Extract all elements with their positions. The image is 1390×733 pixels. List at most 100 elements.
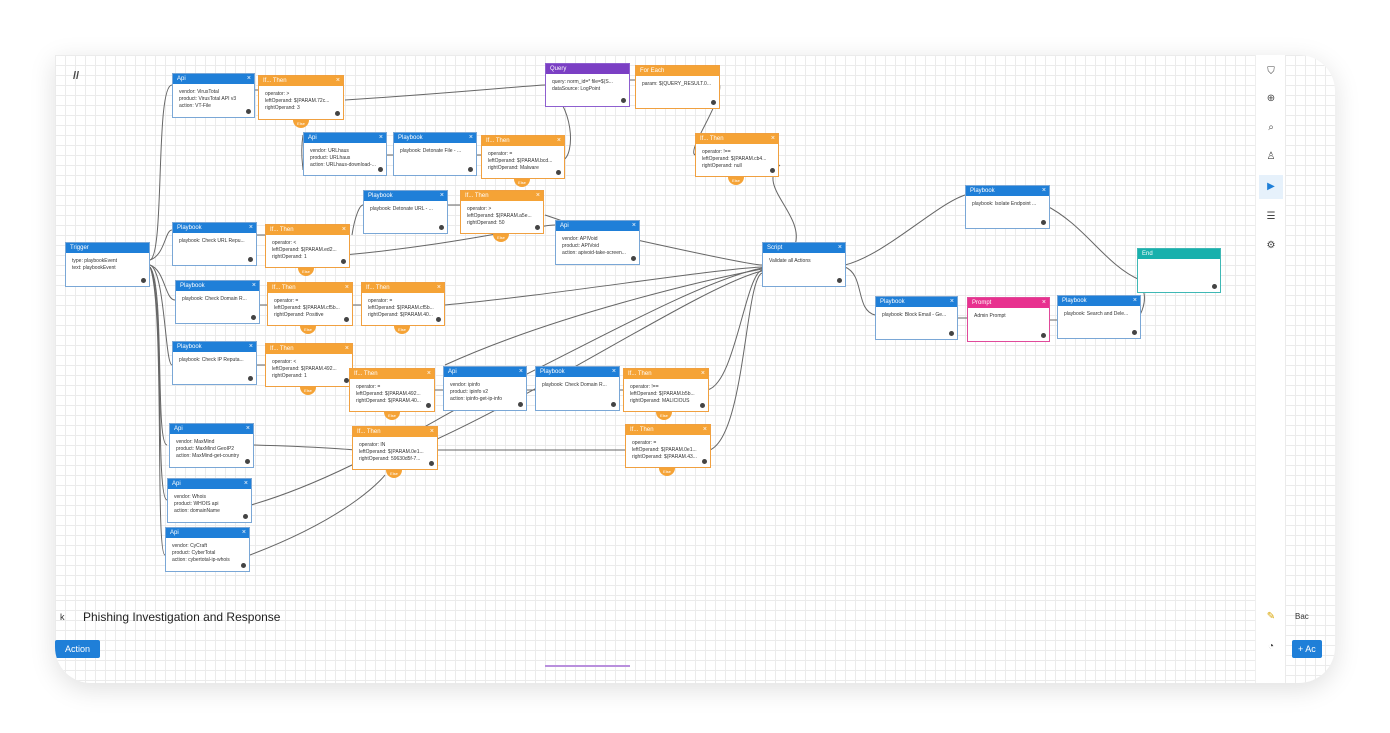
node-output-port[interactable]	[770, 168, 775, 173]
node-output-port[interactable]	[1132, 330, 1137, 335]
playbook-search-delete-node[interactable]: Playbook× playbook: Search and Dele...	[1057, 295, 1141, 339]
back-label-right[interactable]: Bac	[1295, 612, 1309, 621]
if-then-node-3[interactable]: If... Then× operator: !==leftOperand: $(…	[695, 133, 779, 177]
else-branch[interactable]: Else	[514, 179, 530, 187]
if-then-node-5[interactable]: If... Then× operator: <leftOperand: $(PA…	[265, 224, 350, 268]
close-icon[interactable]: ×	[556, 137, 561, 144]
close-icon[interactable]: ×	[243, 480, 248, 487]
else-branch[interactable]: Else	[300, 326, 316, 334]
prompt-node[interactable]: Prompt× Admin Prompt	[967, 297, 1050, 342]
script-node[interactable]: Script× Validate all Actions	[762, 242, 846, 287]
node-output-port[interactable]	[1041, 333, 1046, 338]
node-output-port[interactable]	[426, 403, 431, 408]
node-output-port[interactable]	[248, 376, 253, 381]
close-icon[interactable]: ×	[518, 368, 523, 375]
if-then-node-12[interactable]: If... Then× operator: =leftOperand: $(PA…	[625, 424, 711, 468]
playbook-check-domain-node-2[interactable]: Playbook× playbook: Check Domain R...	[535, 366, 620, 411]
if-then-node-10[interactable]: If... Then× operator: !==leftOperand: $(…	[623, 368, 709, 412]
pen-icon[interactable]: ✎	[1266, 611, 1276, 622]
node-output-port[interactable]	[344, 378, 349, 383]
else-branch[interactable]: Else	[386, 470, 402, 478]
node-output-port[interactable]	[245, 459, 250, 464]
close-icon[interactable]: ×	[335, 77, 340, 84]
close-icon[interactable]: ×	[631, 222, 636, 229]
node-output-port[interactable]	[246, 109, 251, 114]
playbook-detonate-file-node[interactable]: Playbook× playbook: Detonate File - ...	[393, 132, 477, 176]
else-branch[interactable]: Else	[293, 120, 309, 128]
check-shield-icon[interactable]: ⛉	[1267, 66, 1275, 77]
node-output-port[interactable]	[1041, 220, 1046, 225]
else-branch[interactable]: Else	[394, 326, 410, 334]
close-icon[interactable]: ×	[241, 529, 246, 536]
if-then-node-7[interactable]: If... Then× operator: =leftOperand: $(PA…	[361, 282, 445, 326]
end-node[interactable]: End	[1137, 248, 1221, 293]
playbook-detonate-url-node[interactable]: Playbook× playbook: Detonate URL - ...	[363, 190, 448, 234]
node-output-port[interactable]	[439, 225, 444, 230]
notes-icon[interactable]: ☰	[1266, 211, 1276, 222]
node-output-port[interactable]	[535, 225, 540, 230]
node-output-port[interactable]	[611, 402, 616, 407]
close-icon[interactable]: ×	[341, 226, 346, 233]
gauge-icon[interactable]: ◔	[1267, 641, 1275, 652]
close-icon[interactable]: ×	[1132, 297, 1137, 304]
close-icon[interactable]: ×	[426, 370, 431, 377]
node-output-port[interactable]	[429, 461, 434, 466]
close-icon[interactable]: ×	[949, 298, 954, 305]
action-button[interactable]: Action	[55, 640, 101, 658]
if-then-node-8[interactable]: If... Then× operator: <leftOperand: $(PA…	[265, 343, 353, 387]
settings-icon[interactable]: ⚙	[1266, 240, 1276, 251]
for-each-node[interactable]: For Each param: $(QUERY_RESULT.0...	[635, 65, 720, 109]
close-icon[interactable]: ×	[251, 282, 256, 289]
playbook-isolate-endpoint-node[interactable]: Playbook× playbook: Isolate Endpoint ...	[965, 185, 1050, 229]
user-icon[interactable]: ♙	[1266, 151, 1276, 162]
node-output-port[interactable]	[621, 98, 626, 103]
close-icon[interactable]: ×	[702, 426, 707, 433]
else-branch[interactable]: Else	[659, 468, 675, 476]
close-icon[interactable]: ×	[344, 284, 349, 291]
node-output-port[interactable]	[335, 111, 340, 116]
close-icon[interactable]: ×	[248, 224, 253, 231]
playbook-check-ip-node[interactable]: Playbook× playbook: Check IP Reputa...	[172, 341, 257, 385]
close-icon[interactable]: ×	[429, 428, 434, 435]
if-then-node-1[interactable]: If... Then× operator: >leftOperand: $(PA…	[258, 75, 344, 120]
else-branch[interactable]: Else	[728, 177, 744, 185]
node-output-port[interactable]	[141, 278, 146, 283]
node-output-port[interactable]	[248, 257, 253, 262]
node-output-port[interactable]	[702, 459, 707, 464]
node-output-port[interactable]	[556, 170, 561, 175]
play-icon[interactable]: ▶	[1259, 175, 1283, 199]
playbook-block-email-node[interactable]: Playbook× playbook: Block Email - Ge...	[875, 296, 958, 340]
node-output-port[interactable]	[518, 402, 523, 407]
node-output-port[interactable]	[1212, 284, 1217, 289]
add-button[interactable]: + Ac	[1292, 640, 1322, 658]
close-icon[interactable]: ×	[837, 244, 842, 251]
query-node[interactable]: Query query: norm_id=* file=$(S...dataSo…	[545, 63, 630, 107]
else-branch[interactable]: Else	[298, 268, 314, 276]
search-icon[interactable]: ⌕	[1268, 122, 1274, 133]
node-output-port[interactable]	[837, 278, 842, 283]
node-output-port[interactable]	[378, 167, 383, 172]
else-branch[interactable]: Else	[493, 234, 509, 242]
if-then-node-6[interactable]: If... Then× operator: =leftOperand: $(PA…	[267, 282, 353, 326]
close-icon[interactable]: ×	[248, 343, 253, 350]
close-icon[interactable]: ×	[246, 75, 251, 82]
close-icon[interactable]: ×	[378, 134, 383, 141]
back-label-left[interactable]: k	[60, 612, 65, 622]
if-then-node-2[interactable]: If... Then× operator: =leftOperand: $(PA…	[481, 135, 565, 179]
close-icon[interactable]: ×	[439, 192, 444, 199]
node-output-port[interactable]	[468, 167, 473, 172]
zoom-icon[interactable]: ⊕	[1266, 93, 1276, 104]
playbook-check-url-node[interactable]: Playbook× playbook: Check URL Repu...	[172, 222, 257, 266]
node-output-port[interactable]	[711, 100, 716, 105]
close-icon[interactable]: ×	[1041, 299, 1046, 306]
node-output-port[interactable]	[700, 403, 705, 408]
